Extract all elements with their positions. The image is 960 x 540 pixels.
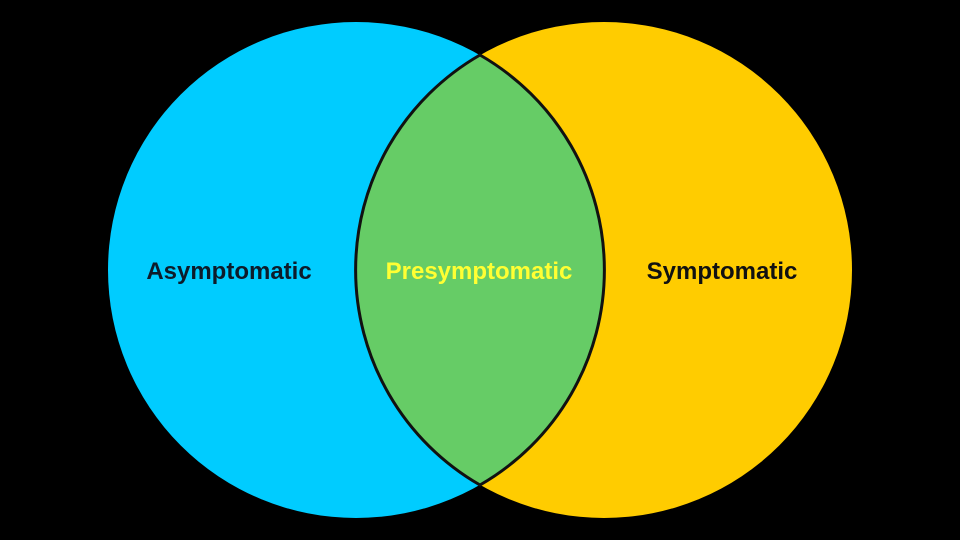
asymptomatic-label: Asymptomatic <box>146 258 311 285</box>
presymptomatic-label: Presymptomatic <box>386 258 573 285</box>
intersection-outline <box>354 53 606 487</box>
presymptomatic-intersection <box>356 22 604 518</box>
symptomatic-label: Symptomatic <box>647 258 798 285</box>
